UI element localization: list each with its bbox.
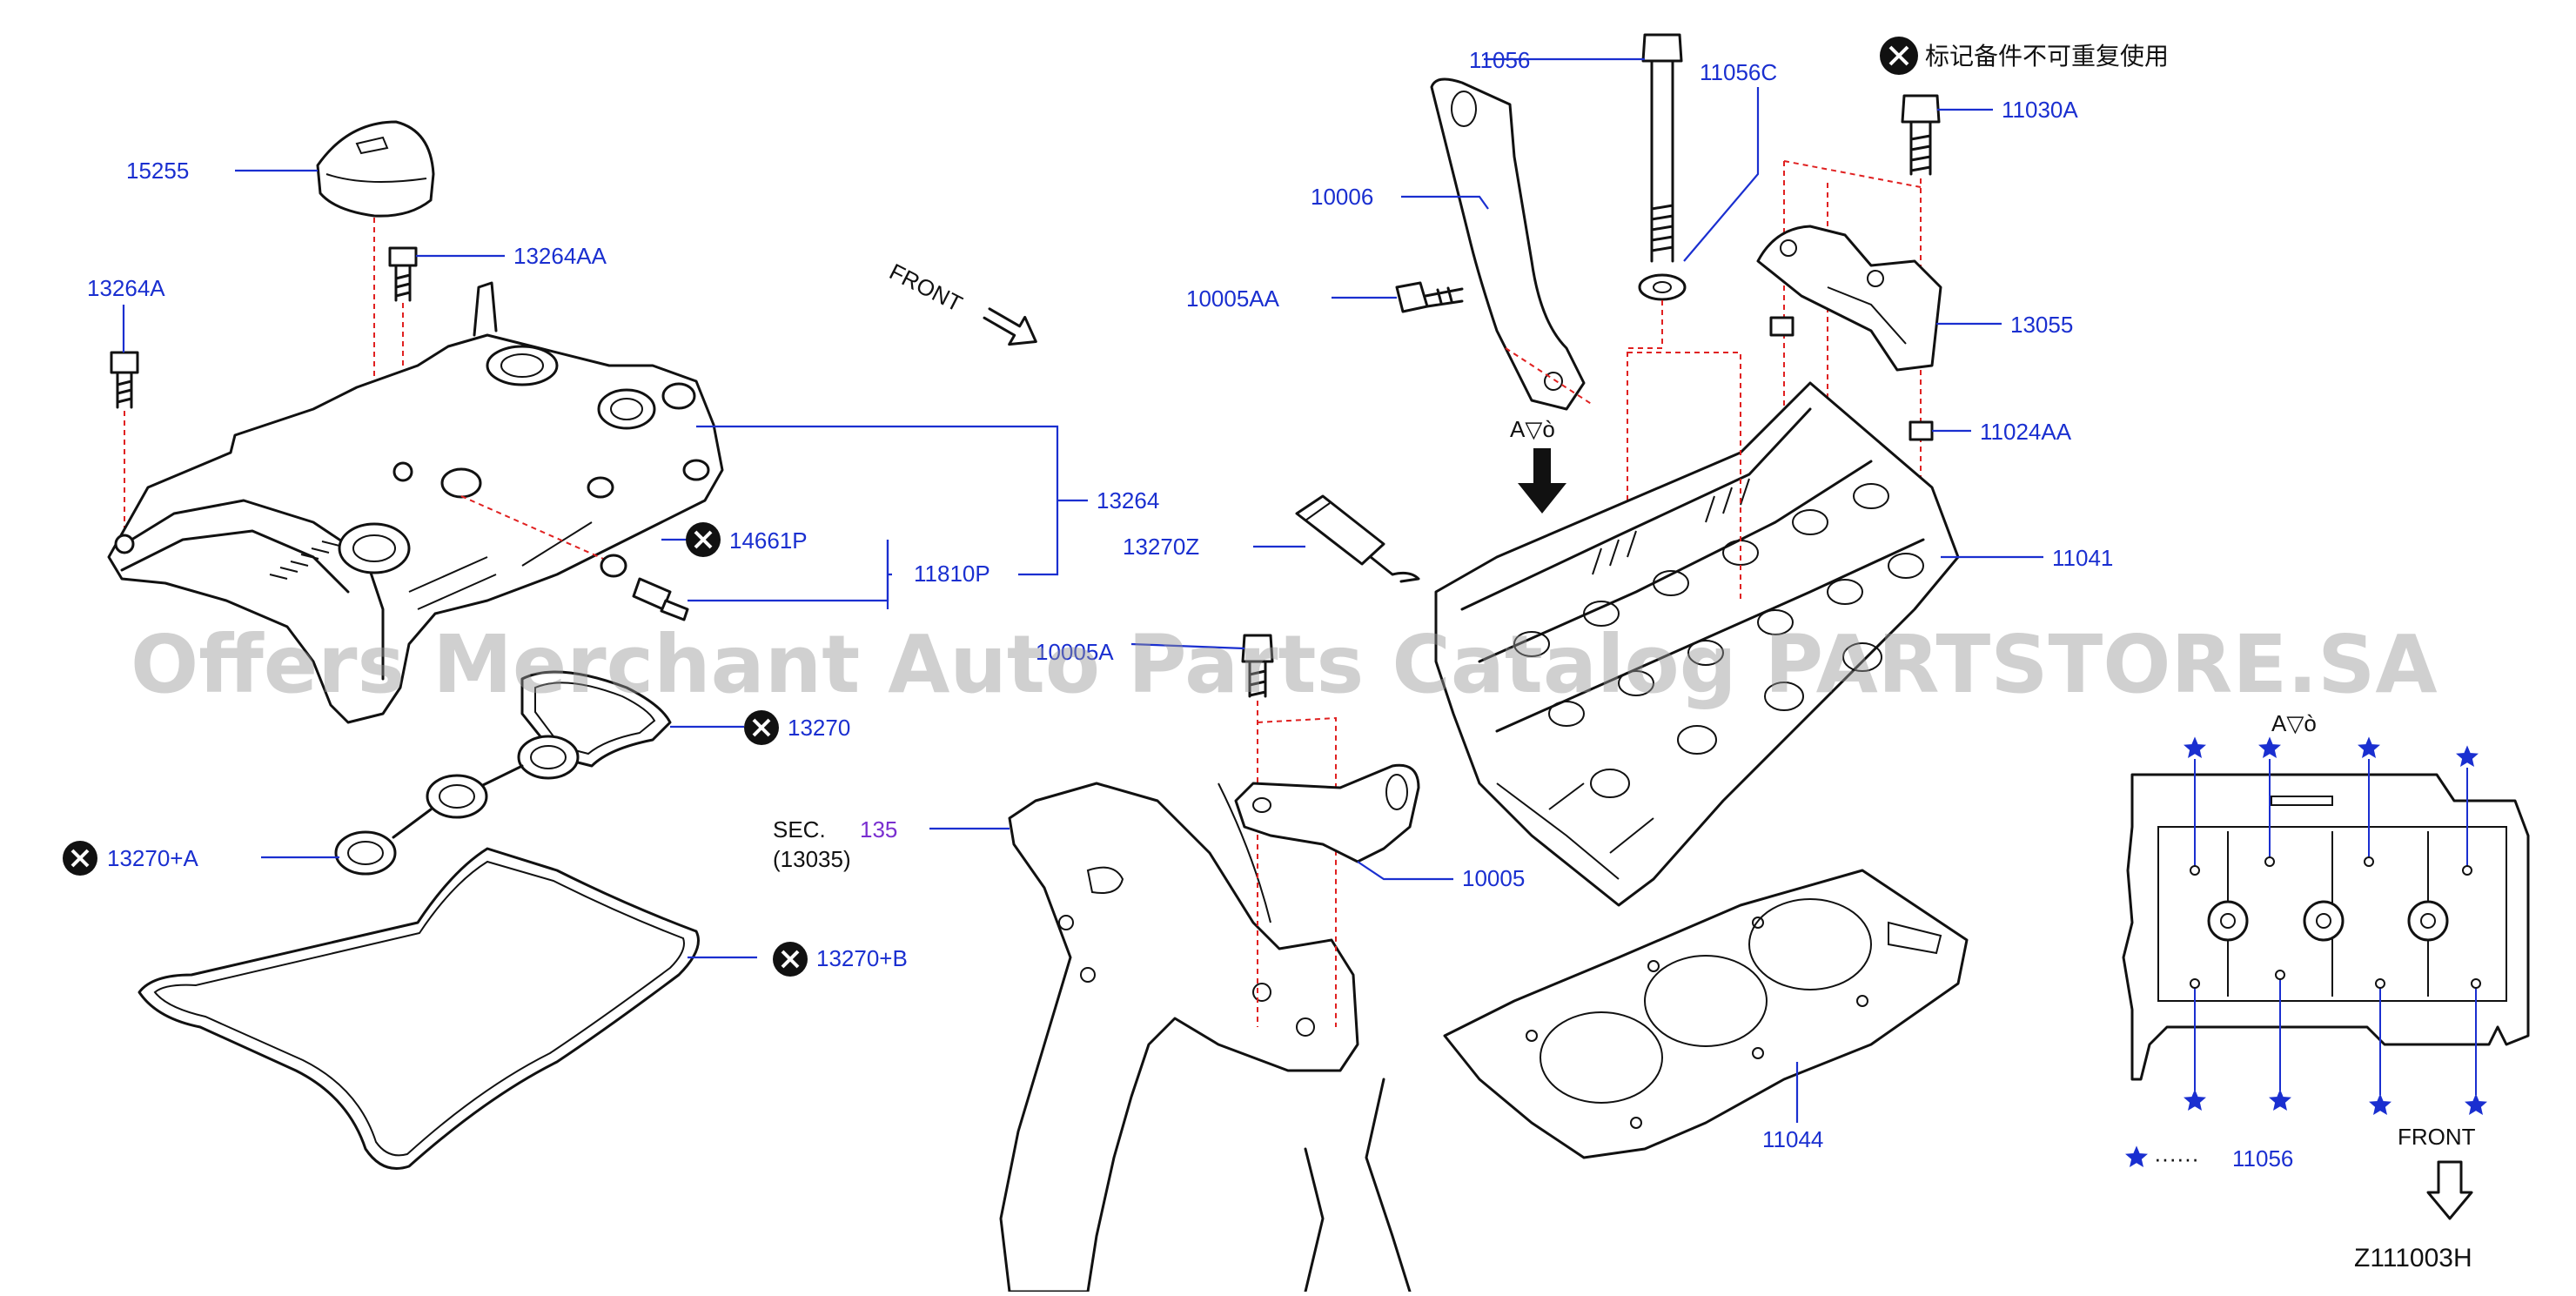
callout-10005AA[interactable]: 10005AA: [1186, 285, 1280, 312]
callout-13264A[interactable]: 13264A: [87, 275, 165, 301]
callout-13270[interactable]: 13270: [788, 715, 850, 741]
star-icon: [2456, 745, 2479, 767]
star-icon: [2184, 1089, 2206, 1111]
bolt-hole: [2190, 978, 2200, 989]
x-badge-13270B: [773, 942, 808, 977]
front-arrow-icon: [983, 307, 1037, 346]
callout-11056[interactable]: 11056: [1469, 47, 1530, 73]
bolt-hole: [2264, 856, 2275, 867]
gasket-13270B[interactable]: [138, 847, 700, 1170]
star-markers: [2125, 736, 2487, 1167]
callout-15255[interactable]: 15255: [126, 158, 189, 184]
inset-view-label: A▽ò: [2271, 710, 2317, 736]
bolt-13264A[interactable]: [110, 351, 139, 409]
sealant-tube[interactable]: [1295, 494, 1420, 583]
bolt-hole: [2471, 978, 2481, 989]
bolt-13264AA[interactable]: [388, 246, 418, 302]
diagram-id: Z111003H: [2354, 1244, 2472, 1272]
not-reusable-icon: [1880, 37, 1918, 75]
section-sub: (13035): [773, 846, 851, 872]
leader-lines: [122, 57, 2043, 1123]
oil-filler-cap[interactable]: [316, 120, 435, 218]
callout-13270B[interactable]: 13270+B: [816, 945, 908, 971]
callout-11041[interactable]: 11041: [2052, 545, 2113, 571]
x-badge-13270A: [63, 841, 97, 876]
x-badge-14661P: [686, 522, 721, 557]
watermark: Offers Merchant Auto Parts Catalog PARTS…: [131, 618, 2438, 711]
head-bolt-11056[interactable]: [1641, 33, 1683, 263]
view-arrow-icon: [1518, 448, 1566, 514]
callout-13270Z[interactable]: 13270Z: [1123, 534, 1199, 560]
section-prefix: SEC.: [773, 816, 826, 843]
callout-14661P[interactable]: 14661P: [729, 527, 808, 554]
front-label-top: FRONT: [885, 259, 967, 317]
legend-note: 标记备件不可重复使用: [1925, 42, 2169, 71]
timing-cover-ref[interactable]: [999, 782, 1412, 1293]
callout-13270A[interactable]: 13270+A: [107, 845, 198, 871]
callout-10005A[interactable]: 10005A: [1036, 639, 1114, 665]
callout-13055[interactable]: 13055: [2010, 312, 2073, 338]
callout-13264[interactable]: 13264: [1097, 487, 1159, 514]
bolt-hole: [2275, 970, 2285, 980]
star-icon: [2369, 1093, 2392, 1115]
pcv-valve-11810P[interactable]: [632, 577, 689, 621]
cylinder-head[interactable]: [1434, 381, 1960, 907]
view-label: A▽ò: [1510, 416, 1555, 442]
bolt-hole: [2190, 865, 2200, 876]
gasket-13270A[interactable]: [334, 735, 580, 876]
star-icon: [2125, 1145, 2148, 1167]
star-icon: [2269, 1089, 2291, 1111]
x-badge-13270: [744, 710, 779, 745]
washer-11056C[interactable]: [1638, 273, 1687, 301]
callout-11810P[interactable]: 11810P: [914, 561, 990, 587]
star-icon: [2258, 736, 2281, 758]
head-gasket[interactable]: [1443, 869, 1969, 1159]
section-number[interactable]: 135: [860, 816, 897, 843]
engine-slinger-10005[interactable]: [1234, 763, 1420, 863]
engine-slinger-10006[interactable]: [1430, 77, 1586, 411]
callout-11056C[interactable]: 11056C: [1700, 59, 1777, 85]
bolt-10005A[interactable]: [1241, 634, 1274, 698]
star-legend-dots: ······: [2154, 1145, 2199, 1172]
rocker-cover[interactable]: [107, 281, 724, 724]
front-label-inset: FRONT: [2398, 1124, 2476, 1150]
star-icon: [2184, 736, 2206, 758]
inset-head-view[interactable]: [2122, 773, 2530, 1081]
callout-10005[interactable]: 10005: [1462, 865, 1525, 891]
bracket-13055[interactable]: [1756, 225, 1942, 372]
o-ring-14661P[interactable]: [600, 554, 627, 578]
bolt-hole: [2364, 856, 2374, 867]
star-icon: [2358, 736, 2380, 758]
bolt-hole: [2375, 978, 2385, 989]
callout-13264AA[interactable]: 13264AA: [513, 243, 607, 269]
callout-11024AA[interactable]: 11024AA: [1980, 419, 2072, 445]
bolt-10005AA[interactable]: [1395, 281, 1464, 313]
dowel-11024AA-a[interactable]: [1769, 316, 1794, 337]
gasket-13270[interactable]: [520, 670, 672, 768]
bolt-hole: [2462, 865, 2472, 876]
callout-11030A[interactable]: 11030A: [2002, 97, 2078, 123]
front-down-arrow-icon: [2426, 1160, 2473, 1220]
star-legend-part[interactable]: 11056: [2232, 1145, 2293, 1172]
star-icon: [2465, 1093, 2487, 1115]
bolt-11030A[interactable]: [1901, 94, 1941, 176]
callout-10006[interactable]: 10006: [1311, 184, 1373, 210]
dowel-11024AA-b[interactable]: [1909, 420, 1934, 441]
callout-11044[interactable]: 11044: [1762, 1126, 1823, 1152]
